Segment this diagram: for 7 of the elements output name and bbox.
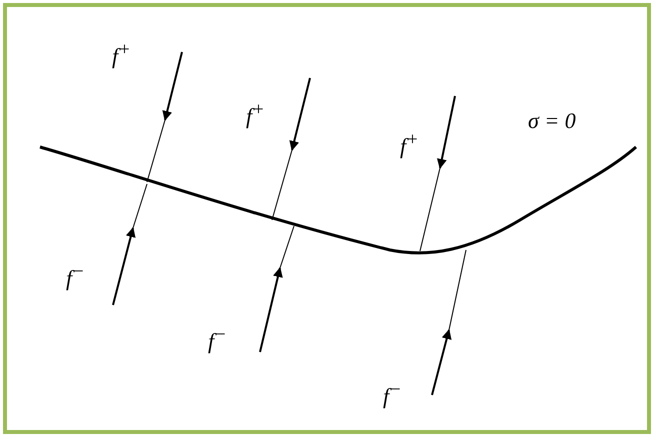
vector-label: f$^{+}$ [246, 100, 264, 128]
vector-label: f$^{−}$ [66, 262, 84, 290]
vector-label: f$^{+}$ [400, 130, 418, 158]
vector-label: f$^{+}$ [112, 40, 130, 68]
vector-label: f$^{−}$ [208, 325, 226, 352]
curve-label: σ = 0 [528, 110, 576, 132]
vector-label: f$^{−}$ [383, 380, 402, 408]
